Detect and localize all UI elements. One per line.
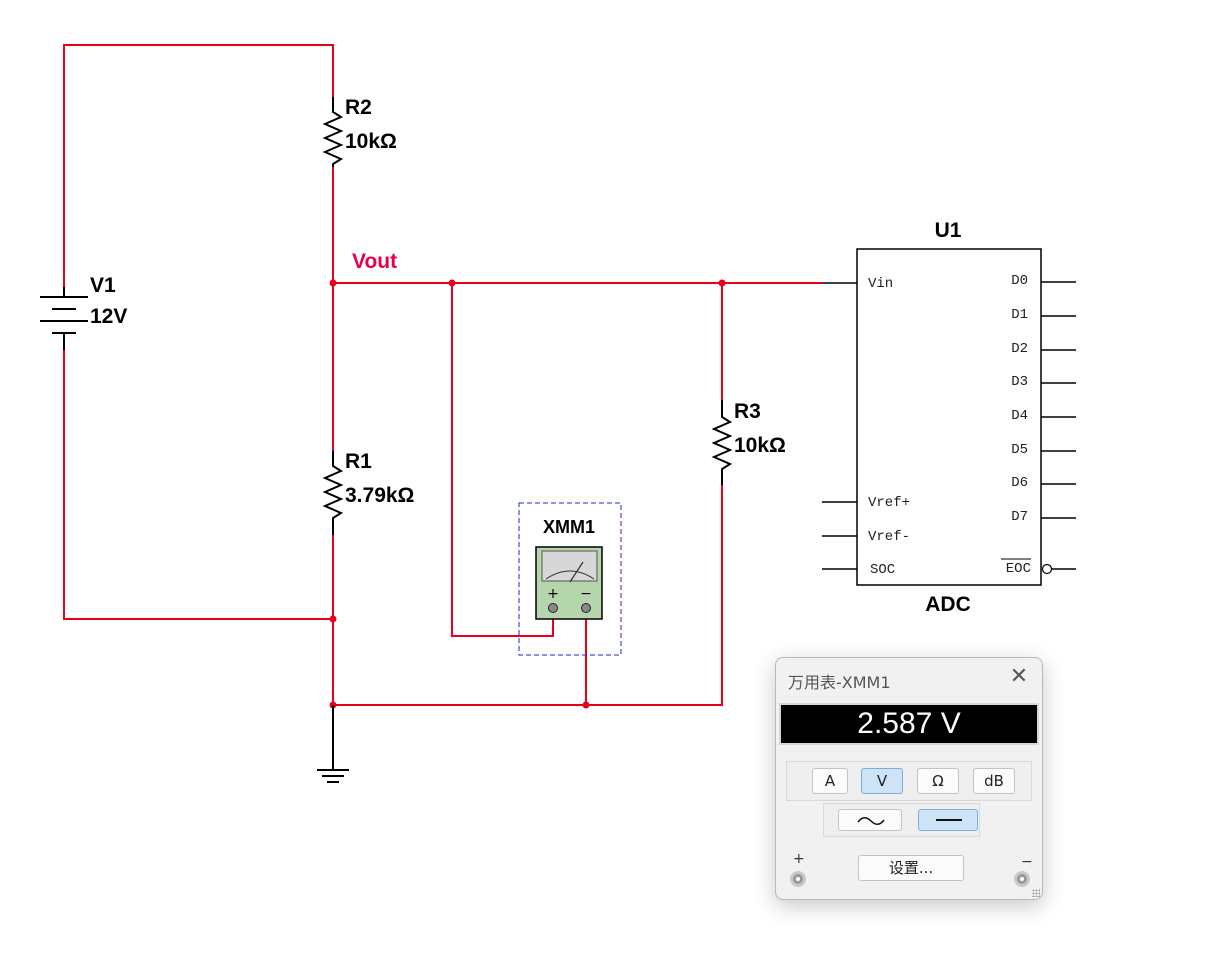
settings-button[interactable]: 设置... (858, 855, 964, 881)
adc-pin-d7: D7 (1011, 509, 1028, 525)
dc-line-icon (936, 819, 962, 821)
dc-mode-button[interactable] (918, 809, 978, 831)
xmm1-plus-sign: + (547, 586, 559, 602)
adc-pin-vin: Vin (868, 276, 893, 292)
adc-pin-d1: D1 (1011, 307, 1028, 323)
resistor-r1[interactable] (322, 451, 344, 535)
r2-value: 10kΩ (345, 130, 397, 153)
ac-wave-icon (857, 817, 885, 825)
adc-u1[interactable] (822, 248, 1076, 586)
adc-pin-d2: D2 (1011, 341, 1028, 357)
window-title: 万用表-XMM1 (788, 673, 891, 692)
r1-value: 3.79kΩ (345, 484, 414, 507)
adc-pin-d4: D4 (1011, 408, 1028, 424)
r3-value: 10kΩ (734, 434, 786, 457)
mode-voltage-button[interactable]: V (861, 768, 903, 794)
plus-terminal-label: + (793, 851, 805, 867)
adc-pin-vref-minus: Vref- (868, 529, 910, 545)
measurement-mode-group: A V Ω dB (786, 761, 1032, 801)
minus-terminal-label: − (1021, 854, 1033, 870)
plus-terminal[interactable] (790, 871, 806, 887)
wire-gnd-bus[interactable] (333, 485, 723, 706)
ground-symbol[interactable] (317, 705, 349, 783)
adc-pin-d0: D0 (1011, 273, 1028, 289)
battery-v1[interactable] (40, 287, 88, 350)
adc-pin-d3: D3 (1011, 374, 1028, 390)
adc-type-label: ADC (925, 593, 971, 616)
wire-v1-bottom[interactable] (63, 350, 333, 620)
junction-dot (582, 701, 590, 709)
junction-dot (329, 279, 337, 287)
close-icon[interactable]: ✕ (1009, 664, 1029, 689)
adc-pin-eoc: EOC (1006, 561, 1031, 577)
wire-top-loop[interactable] (63, 44, 334, 287)
adc-ref-label: U1 (935, 219, 962, 242)
net-label-vout[interactable]: Vout (352, 250, 397, 273)
adc-pin-d5: D5 (1011, 442, 1028, 458)
junction-dot (329, 615, 337, 623)
adc-pin-d6: D6 (1011, 475, 1028, 491)
multimeter-symbol-xmm1[interactable] (518, 502, 622, 656)
adc-pin-vref-plus: Vref+ (868, 495, 910, 511)
junctions (329, 279, 726, 709)
resistor-r3[interactable] (711, 400, 733, 485)
r2-name: R2 (345, 96, 372, 119)
v1-value: 12V (90, 305, 127, 328)
mode-db-button[interactable]: dB (973, 768, 1015, 794)
r1-name: R1 (345, 450, 372, 473)
signal-type-group (823, 803, 980, 837)
junction-dot (448, 279, 456, 287)
reading-display: 2.587 V (779, 703, 1039, 745)
wires (63, 44, 822, 706)
wire-meter-plus[interactable] (451, 283, 554, 637)
xmm1-label: XMM1 (543, 517, 595, 537)
minus-terminal[interactable] (1014, 871, 1030, 887)
multimeter-window[interactable]: 万用表-XMM1 ✕ 2.587 V A V Ω dB + 设置... − (775, 657, 1043, 900)
mode-ohm-button[interactable]: Ω (917, 768, 959, 794)
junction-dot (718, 279, 726, 287)
r3-name: R3 (734, 400, 761, 423)
resistor-r2[interactable] (322, 97, 344, 167)
adc-pin-soc: SOC (870, 562, 895, 578)
xmm1-minus-sign: − (580, 586, 592, 602)
v1-name: V1 (90, 274, 116, 297)
mode-ampere-button[interactable]: A (812, 768, 848, 794)
ac-mode-button[interactable] (838, 809, 902, 831)
resize-grip[interactable] (1032, 889, 1040, 897)
